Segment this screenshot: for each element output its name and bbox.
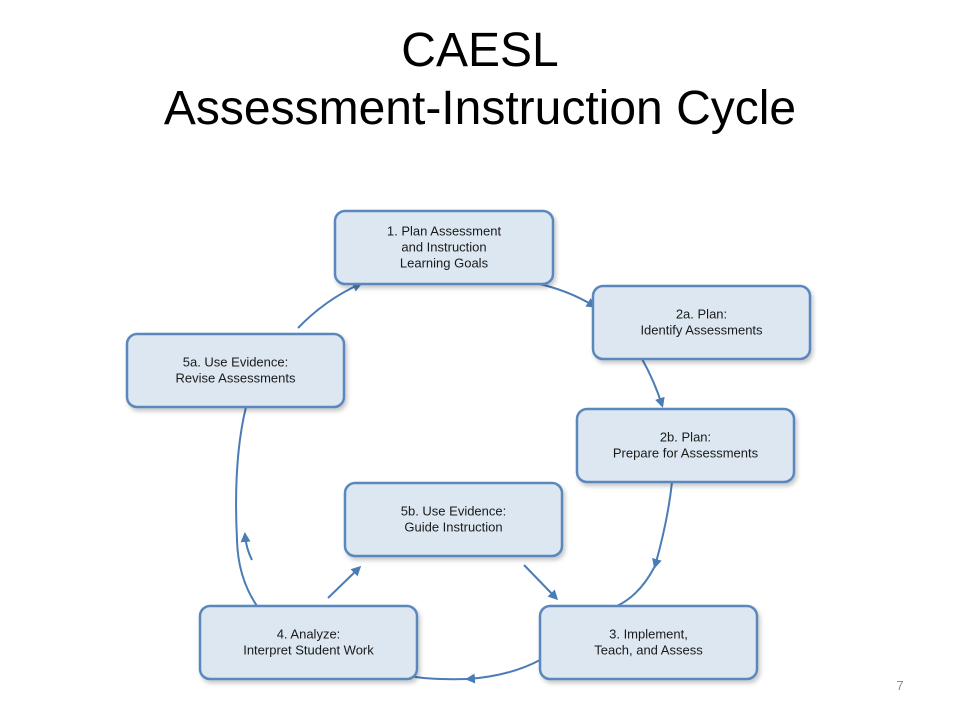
connector-prepare-implement xyxy=(616,565,656,607)
arrow-analyze-up xyxy=(240,532,253,561)
node-revise-label-line-2: Revise Assessments xyxy=(176,371,296,386)
node-implement: 3. Implement,Teach, and Assess xyxy=(538,604,759,681)
node-prepare: 2b. Plan:Prepare for Assessments xyxy=(575,407,796,484)
arrow-plan-to-identify xyxy=(534,282,597,308)
node-plan-box xyxy=(333,209,555,286)
node-analyze: 4. Analyze:Interpret Student Work xyxy=(198,604,419,681)
node-analyze-label-line-1: 4. Analyze: xyxy=(277,627,341,642)
node-revise: 5a. Use Evidence:Revise Assessments xyxy=(125,332,346,409)
node-revise-box xyxy=(125,332,346,409)
cycle-connectors xyxy=(235,282,673,684)
node-prepare-box xyxy=(575,407,796,484)
node-implement-label-line-2: Teach, and Assess xyxy=(594,643,703,658)
node-prepare-label-line-2: Prepare for Assessments xyxy=(613,446,759,461)
arrow-analyze-to-guide xyxy=(327,565,362,599)
node-guide-label-line-2: Guide Instruction xyxy=(404,520,502,535)
arrow-guide-to-implement xyxy=(523,564,559,601)
node-prepare-label-line-1: 2b. Plan: xyxy=(660,430,711,445)
node-identify: 2a. Plan:Identify Assessments xyxy=(591,284,812,361)
node-implement-box xyxy=(538,604,759,681)
node-plan-label-line-2: and Instruction xyxy=(401,240,486,255)
connector-analyze-left xyxy=(236,539,258,607)
node-identify-box xyxy=(591,284,812,361)
node-guide: 5b. Use Evidence:Guide Instruction xyxy=(343,481,564,558)
node-analyze-label-line-2: Interpret Student Work xyxy=(243,643,374,658)
node-guide-label-line-1: 5b. Use Evidence: xyxy=(401,504,507,519)
node-identify-label-line-1: 2a. Plan: xyxy=(676,307,727,322)
title-line-1: CAESL xyxy=(401,24,559,77)
node-plan-label-line-1: 1. Plan Assessment xyxy=(387,224,502,239)
slide-title: CAESL Assessment-Instruction Cycle xyxy=(0,22,960,138)
node-guide-box xyxy=(343,481,564,558)
page-number: 7 xyxy=(896,678,904,693)
arrow-prepare-to-implement xyxy=(652,481,673,569)
node-plan-label-line-3: Learning Goals xyxy=(400,256,489,271)
node-revise-label-line-1: 5a. Use Evidence: xyxy=(183,355,289,370)
node-identify-label-line-2: Identify Assessments xyxy=(640,323,763,338)
node-analyze-box xyxy=(198,604,419,681)
arrow-implement-to-analyze xyxy=(465,659,541,684)
title-line-2: Assessment-Instruction Cycle xyxy=(163,82,797,135)
arrow-identify-to-prepare xyxy=(641,358,665,408)
node-implement-label-line-1: 3. Implement, xyxy=(609,627,688,642)
connector-analyze-bottom xyxy=(409,675,469,681)
arrow-revise-to-plan xyxy=(297,282,363,329)
connector-analyze-revise xyxy=(235,406,247,541)
